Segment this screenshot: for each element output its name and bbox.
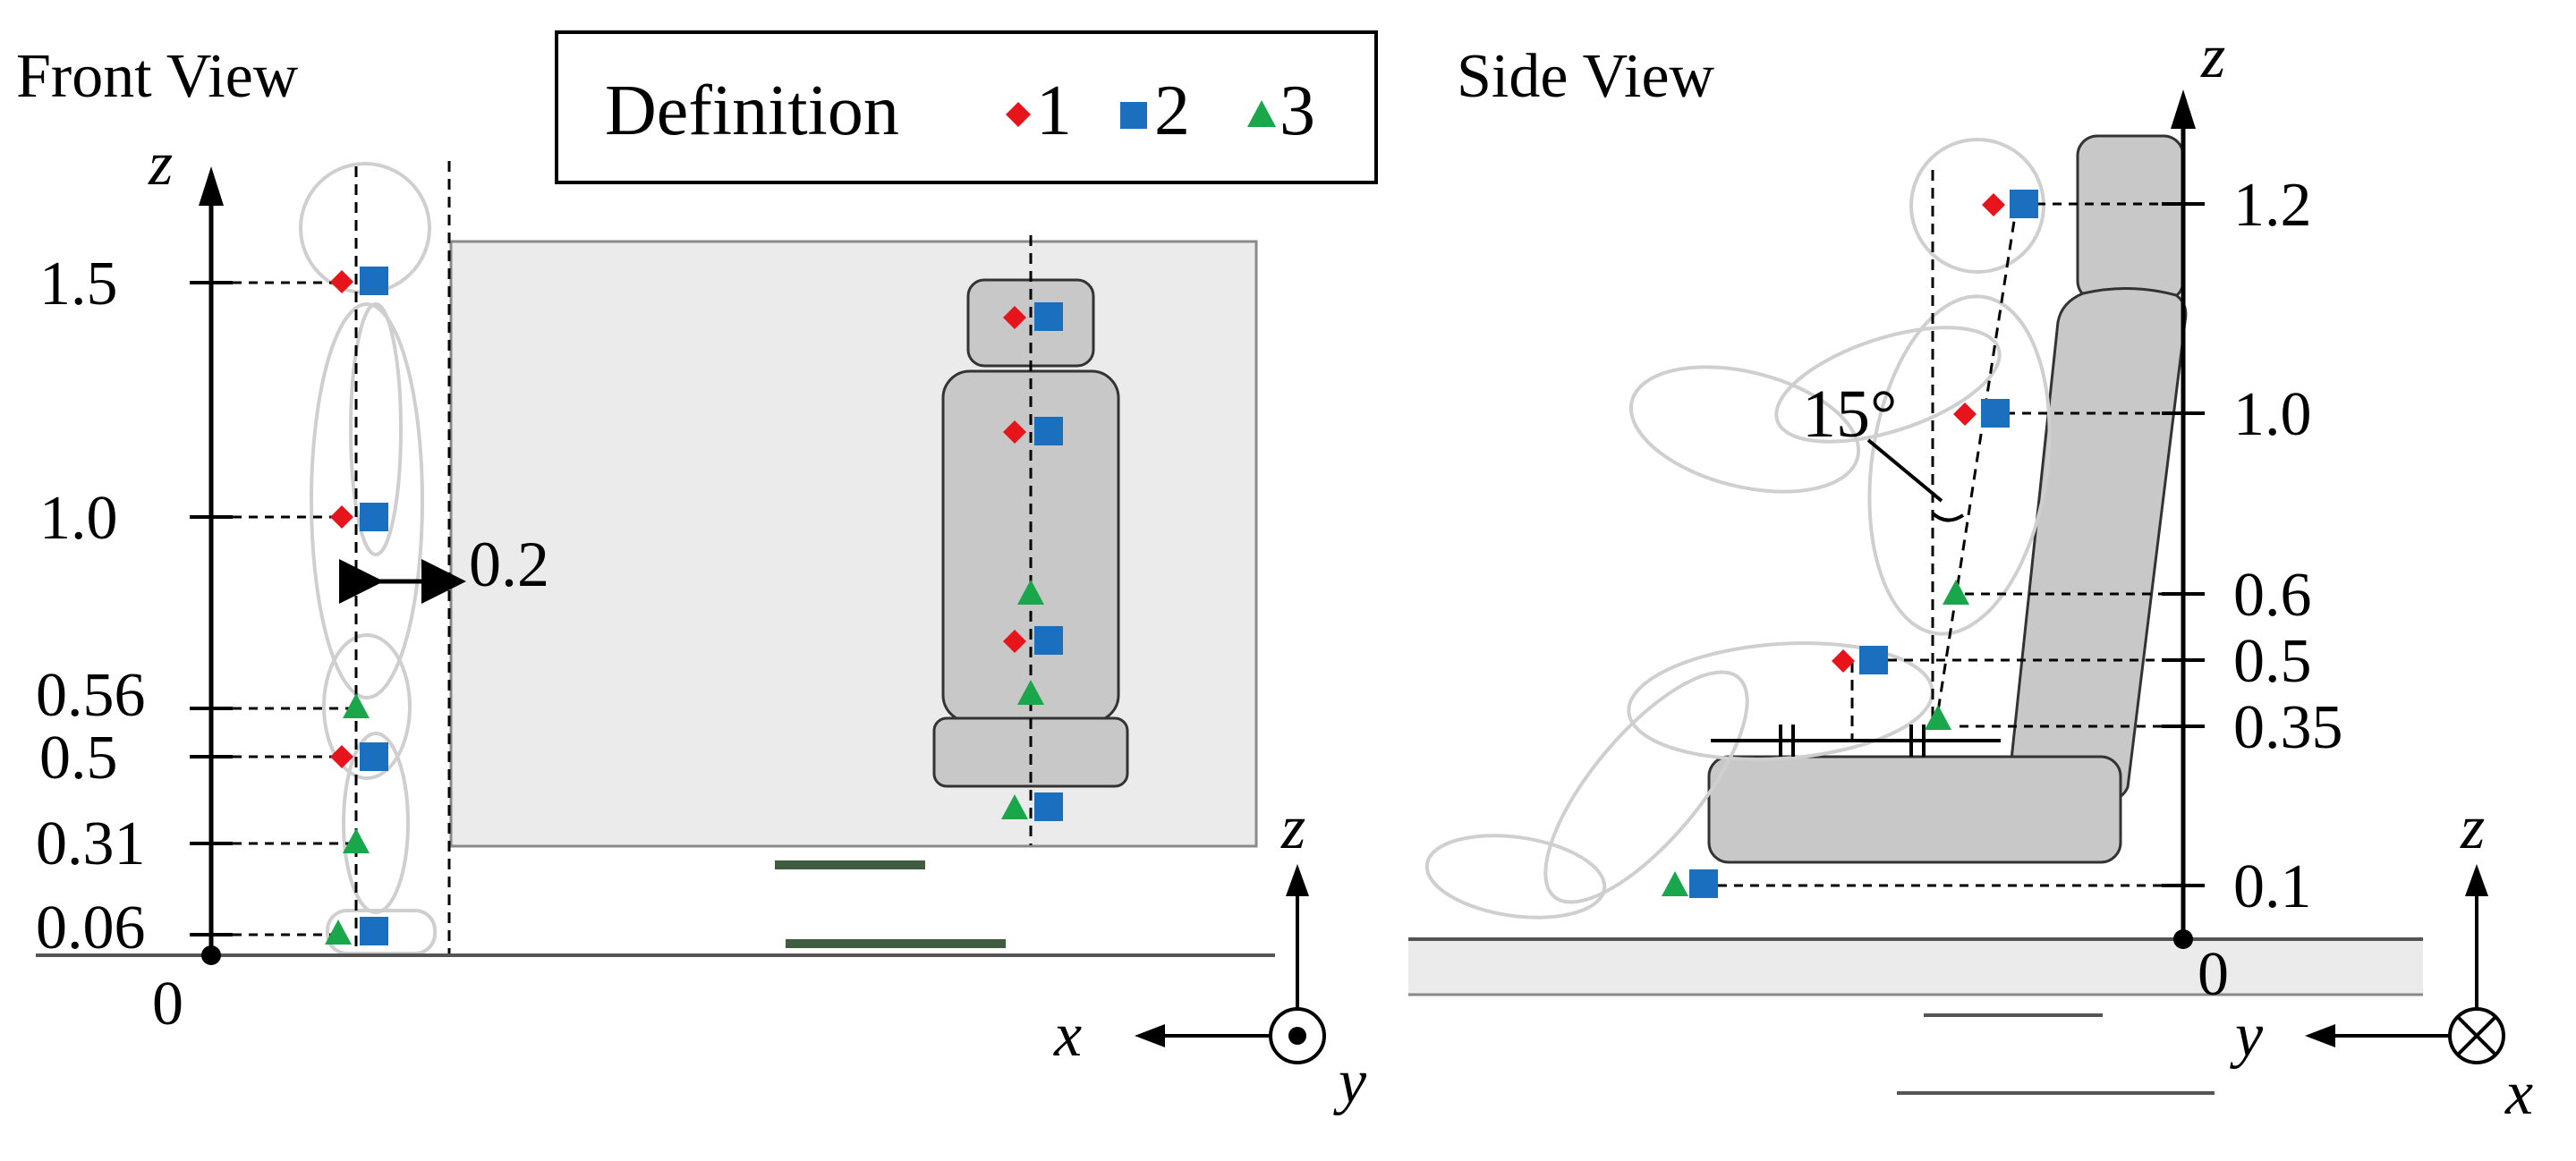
side-seat-track <box>1711 725 2001 757</box>
side-seat <box>1707 134 2188 864</box>
marker-definition-1 <box>1982 193 2005 216</box>
marker-definition-2 <box>360 917 388 945</box>
side-view: Side View <box>1408 22 2533 1128</box>
front-tick-label: 0.31 <box>36 809 146 878</box>
legend-item-label: 2 <box>1154 72 1190 150</box>
marker-definition-3 <box>1943 580 1969 605</box>
side-coord-x-label: x <box>2504 1059 2533 1128</box>
front-view: Front View 0.2 <box>16 42 1367 1116</box>
front-mannequin-markers <box>325 267 388 945</box>
side-angle-annotation: 15° <box>1802 377 1965 522</box>
front-z-axis-label: z <box>148 130 173 199</box>
marker-definition-3 <box>1662 871 1688 896</box>
side-seat-cushion <box>1707 755 2122 864</box>
front-width-label: 0.2 <box>469 529 549 600</box>
front-tick-label: 1.5 <box>39 250 118 318</box>
marker-definition-2 <box>1034 417 1063 445</box>
marker-definition-1 <box>1832 649 1855 673</box>
side-view-title: Side View <box>1457 42 1715 111</box>
marker-definition-1 <box>1953 403 1977 426</box>
front-pedals <box>775 860 1006 948</box>
front-tick-label: 0.06 <box>36 894 146 962</box>
marker-definition-2 <box>1689 869 1718 898</box>
front-coordinate-system: z x y <box>1053 793 1367 1116</box>
front-coord-x-label: x <box>1053 1001 1082 1070</box>
marker-definition-3 <box>343 828 370 853</box>
side-origin-dot <box>2173 929 2193 949</box>
side-pedals <box>1897 1013 2215 1095</box>
marker-definition-2 <box>360 742 388 771</box>
side-coord-z-label: z <box>2460 793 2485 862</box>
front-origin-label: 0 <box>152 970 183 1038</box>
side-tick-label: 0.1 <box>2233 852 2312 921</box>
marker-definition-3 <box>343 693 370 718</box>
side-mannequin <box>1424 138 2052 919</box>
front-view-title: Front View <box>16 42 299 111</box>
front-tick-label: 0.56 <box>36 661 146 730</box>
marker-definition-3 <box>1017 680 1044 705</box>
legend-triangle-icon <box>1247 100 1276 127</box>
front-z-axis-arrowhead <box>199 166 224 206</box>
legend-item-label: 3 <box>1279 72 1315 150</box>
front-coord-z-label: z <box>1280 793 1305 862</box>
front-leaders <box>233 281 349 936</box>
side-seat-headrest <box>2076 134 2185 302</box>
marker-definition-1 <box>1003 420 1026 444</box>
front-ticks <box>190 281 233 936</box>
marker-definition-1 <box>330 270 353 293</box>
side-ticks <box>2162 202 2205 887</box>
side-coord-y-label: y <box>2230 1001 2264 1070</box>
marker-definition-3 <box>1925 705 1951 730</box>
marker-definition-2 <box>1859 646 1888 674</box>
marker-definition-1 <box>1003 630 1026 653</box>
marker-definition-2 <box>1034 302 1063 331</box>
side-torso-lines <box>1850 170 2019 741</box>
side-origin-label: 0 <box>2198 940 2229 1009</box>
side-coordinate-system: z y x <box>2230 793 2533 1128</box>
side-tick-label: 0.6 <box>2233 561 2312 630</box>
marker-definition-3 <box>325 919 352 945</box>
marker-definition-2 <box>2010 190 2038 218</box>
side-z-axis-label: z <box>2200 22 2225 91</box>
marker-definition-1 <box>1003 306 1026 329</box>
legend-title: Definition <box>605 72 899 150</box>
legend-square-icon <box>1120 102 1147 129</box>
side-seat-backrest <box>2008 286 2188 803</box>
side-tick-label: 1.2 <box>2233 171 2312 240</box>
front-coord-y-label: y <box>1333 1047 1367 1116</box>
marker-definition-1 <box>330 745 353 768</box>
marker-definition-2 <box>1034 626 1063 655</box>
front-seat-markers <box>1001 302 1063 821</box>
legend-box <box>555 30 1378 184</box>
marker-definition-2 <box>1034 792 1063 821</box>
side-floor <box>1408 939 2423 995</box>
marker-definition-2 <box>360 267 388 295</box>
marker-definition-3 <box>1017 580 1044 605</box>
side-z-axis-arrowhead <box>2171 89 2196 129</box>
marker-definition-2 <box>360 503 388 531</box>
marker-definition-2 <box>1981 399 2010 428</box>
side-angle-label: 15° <box>1802 377 1897 452</box>
front-tick-label: 1.0 <box>39 484 118 553</box>
front-tick-label: 0.5 <box>39 724 118 792</box>
legend: Definition 1 2 3 <box>555 30 1378 184</box>
front-cabin-panel <box>449 240 1258 848</box>
marker-definition-3 <box>1001 794 1028 819</box>
side-tick-label: 0.35 <box>2233 693 2343 762</box>
front-seat <box>932 235 1129 845</box>
legend-diamond-icon <box>1006 102 1031 127</box>
front-tick-labels: 1.5 1.0 0.56 0.5 0.31 0.06 <box>36 250 146 962</box>
side-markers <box>1662 190 2038 898</box>
legend-item-label: 1 <box>1036 72 1072 150</box>
side-tick-label: 0.5 <box>2233 627 2312 696</box>
side-tick-label: 1.0 <box>2233 380 2312 449</box>
side-tick-labels: 1.2 1.0 0.6 0.5 0.35 0.1 <box>2233 171 2343 921</box>
marker-definition-1 <box>330 505 353 529</box>
front-origin-dot <box>201 945 221 965</box>
side-leaders <box>1718 202 2162 887</box>
